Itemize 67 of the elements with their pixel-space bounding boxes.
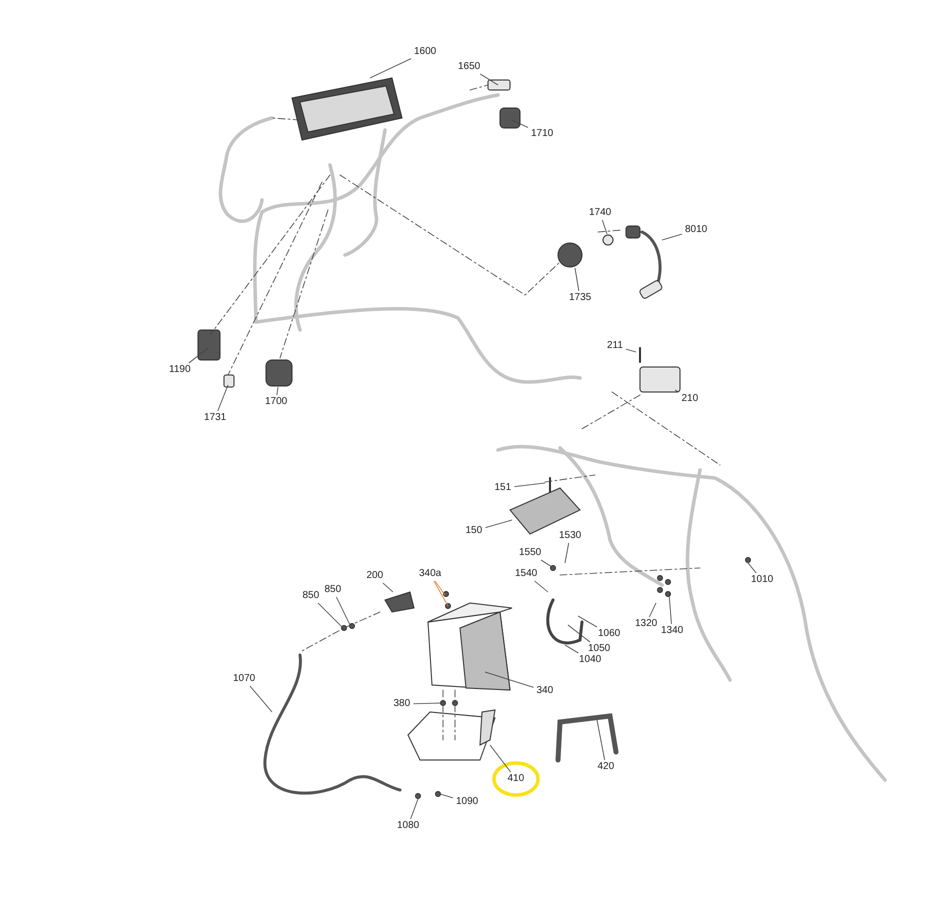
callout-number: 150 (464, 525, 484, 537)
leader-line (668, 592, 672, 624)
callout-number: 1550 (518, 547, 542, 559)
leader-line (484, 672, 534, 688)
callout-number: 1090 (455, 796, 480, 808)
leader-line (596, 720, 606, 760)
leader-line (564, 644, 579, 654)
callout-number: 420 (596, 761, 616, 773)
callout-number: 1530 (558, 530, 582, 542)
leader-line (485, 520, 512, 528)
leader-line (490, 744, 512, 772)
leader-line (434, 580, 446, 596)
leader-line (748, 562, 757, 574)
callout-number: 340 (536, 685, 554, 697)
leader-line (626, 348, 636, 352)
leader-line (564, 542, 570, 564)
callout-number: 200 (366, 570, 384, 582)
callout-number: 410 (506, 773, 526, 785)
callout-number: 340a (418, 568, 442, 580)
leader-line (276, 386, 278, 396)
callout-number: 1190 (168, 364, 192, 376)
callout-number: 850 (302, 590, 320, 602)
callout-number: 1320 (634, 618, 658, 630)
callout-number: 1540 (514, 568, 538, 580)
callout-number: 1050 (587, 643, 612, 655)
leader-line (602, 220, 608, 234)
leader-line (568, 624, 590, 642)
leader-line (217, 384, 228, 412)
leader-line (662, 234, 682, 240)
callout-number: 1740 (588, 207, 612, 219)
leader-line (188, 348, 208, 364)
callout-number: 1600 (413, 46, 438, 58)
leader-line (648, 602, 656, 618)
callout-number: 1731 (203, 412, 228, 424)
callout-number: 1060 (597, 628, 622, 640)
callout-number: 850 (324, 584, 342, 596)
leader-line (480, 74, 498, 86)
callout-number: 1010 (750, 574, 774, 586)
callout-number: 1735 (568, 292, 592, 304)
leader-line (440, 794, 454, 798)
leader-line (413, 702, 444, 704)
leader-line (410, 798, 418, 820)
callout-number: 1070 (232, 673, 256, 685)
leader-line (534, 580, 548, 592)
leader-line (574, 268, 580, 292)
callout-number: 8010 (684, 224, 708, 236)
callout-number: 1650 (457, 61, 482, 73)
leader-line (250, 686, 272, 712)
callout-number: 380 (392, 698, 412, 710)
leader-line (370, 58, 412, 78)
callout-number: 1340 (660, 625, 684, 637)
leader-line (512, 120, 528, 128)
leader-line (540, 560, 552, 568)
leader-line (674, 390, 679, 392)
leader-line (382, 582, 394, 592)
callout-number: 1700 (264, 396, 288, 408)
callout-number: 210 (680, 393, 700, 405)
callout-number: 151 (494, 482, 512, 494)
callout-number: 211 (606, 340, 624, 352)
leader-line (318, 602, 342, 628)
callout-number: 1080 (396, 820, 420, 832)
leader-line (336, 596, 350, 626)
leader-line (578, 616, 598, 628)
callout-number: 1040 (578, 654, 602, 666)
leader-line (434, 580, 448, 606)
leader-line (514, 482, 546, 488)
callout-number: 1710 (530, 128, 554, 140)
